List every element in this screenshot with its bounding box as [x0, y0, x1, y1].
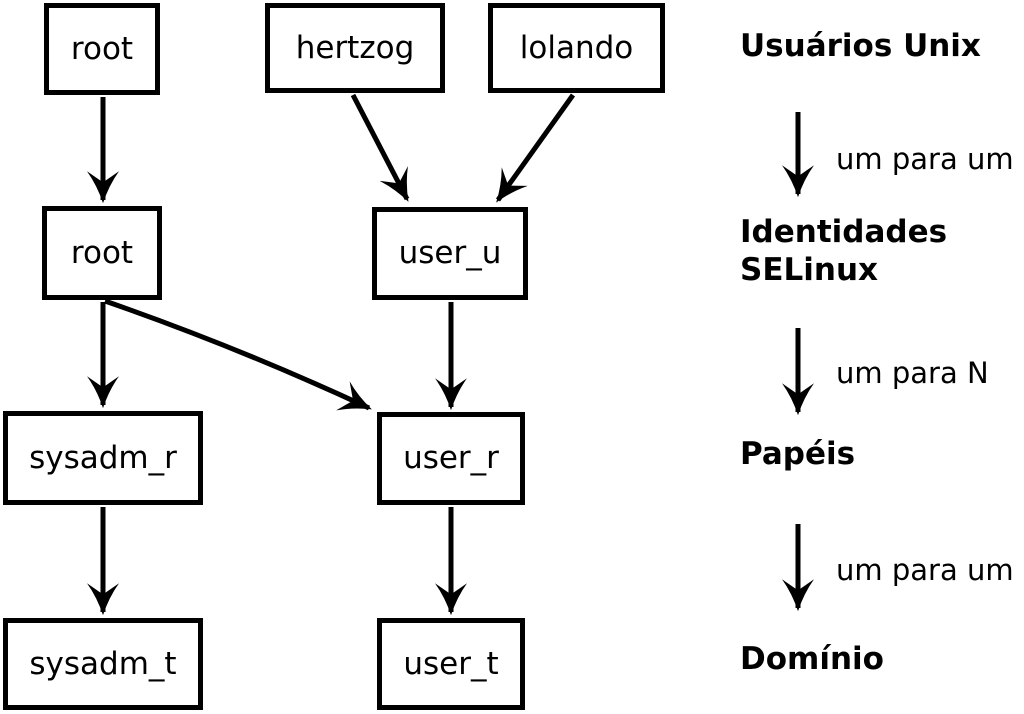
legend-level-selinux-identities: Identidades SELinux — [740, 213, 947, 289]
legend-level-selinux-identities-line1: Identidades — [740, 214, 948, 250]
legend-level-unix-users: Usuários Unix — [740, 28, 981, 64]
legend-relation-one-to-n: um para N — [836, 356, 989, 390]
node-selinux-root: root — [42, 206, 162, 300]
arrow-selinux-root-to-user-r — [104, 298, 372, 411]
legend-relation-one-to-one-1: um para um — [836, 142, 1014, 176]
legend-level-selinux-identities-line2: SELinux — [740, 252, 879, 288]
arrow-lolando-to-user-u — [495, 93, 576, 203]
node-unix-root: root — [44, 3, 160, 95]
node-selinux-user-u: user_u — [372, 207, 528, 300]
arrow-hertzog-to-user-u — [350, 93, 410, 202]
node-unix-hertzog: hertzog — [265, 3, 445, 93]
node-role-user-r: user_r — [377, 412, 525, 505]
legend-level-domain: Domínio — [740, 641, 884, 677]
legend-relation-one-to-one-2: um para um — [836, 553, 1014, 587]
node-unix-lolando: lolando — [488, 3, 665, 93]
node-domain-user-t: user_t — [377, 618, 525, 710]
node-role-sysadm-r: sysadm_r — [3, 411, 203, 505]
legend-level-roles: Papéis — [740, 436, 856, 472]
node-domain-sysadm-t: sysadm_t — [3, 618, 203, 710]
